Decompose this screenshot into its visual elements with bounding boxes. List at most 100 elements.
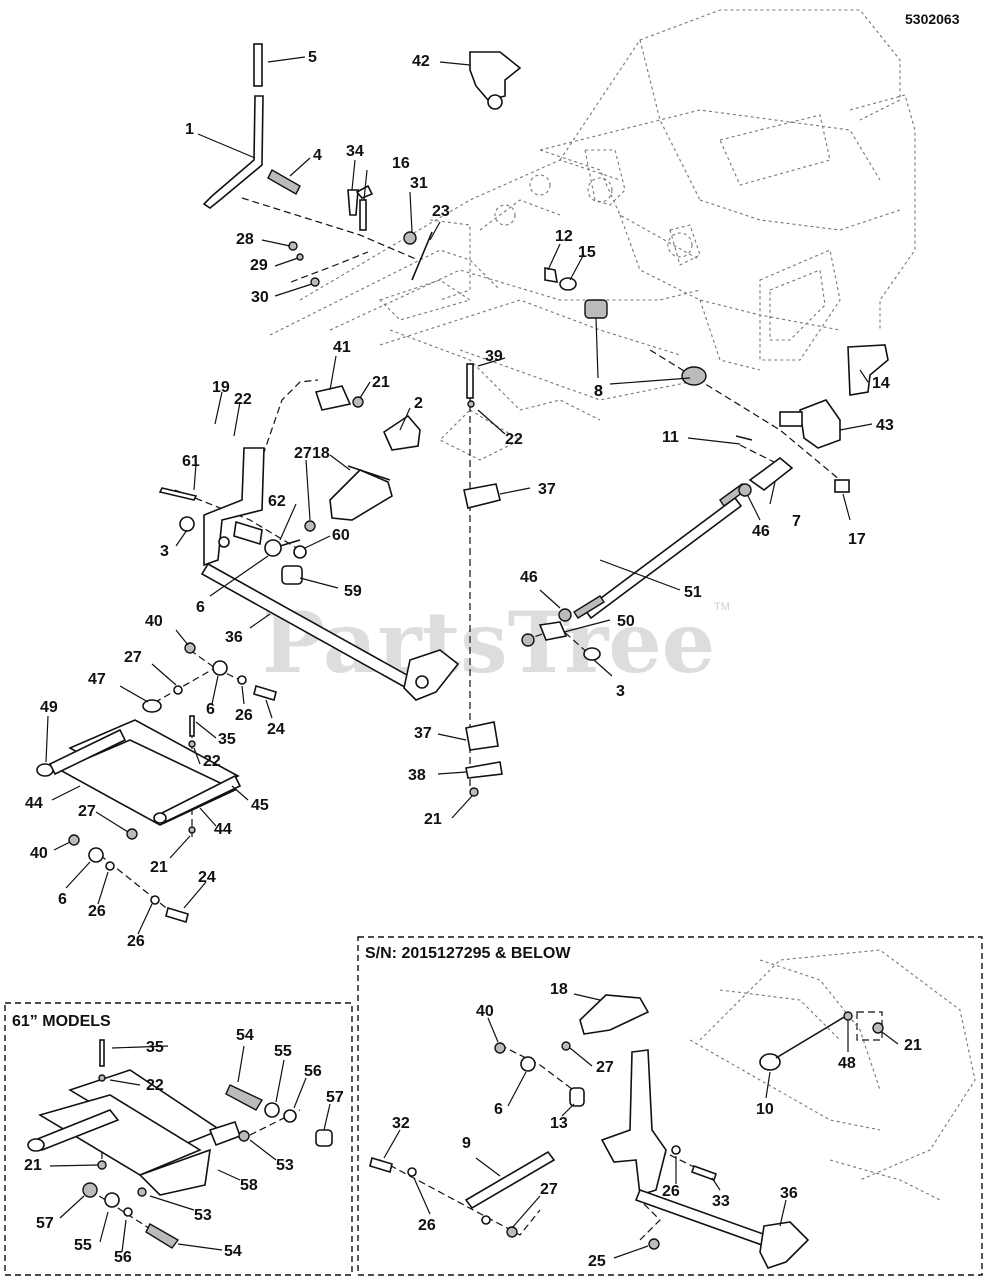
callout-label: 58 [240, 1177, 258, 1194]
callout-label: 22 [203, 753, 221, 770]
callout-label: 2 [414, 395, 423, 412]
callout-label: 29 [250, 257, 268, 274]
callouts-main: 5 42 1 4 34 16 31 23 28 29 30 12 15 8 39… [25, 49, 894, 950]
callout-label: 61 [182, 453, 200, 470]
callout-label: 12 [555, 228, 573, 245]
callout-label: 16 [392, 155, 410, 172]
callout-label: 15 [578, 244, 596, 261]
part-serial-assembly [369, 949, 976, 1269]
callout-label: 27 [124, 649, 142, 666]
callout-label: 3 [160, 543, 169, 560]
callout-label: 26 [418, 1217, 436, 1234]
callout-label: 56 [304, 1063, 322, 1080]
part-bracket-42 [469, 51, 522, 110]
part-linkage-left [142, 642, 277, 748]
part-shift-rod [202, 43, 301, 209]
callout-label: 31 [410, 175, 428, 192]
callout-label: 36 [780, 1185, 798, 1202]
callout-label: 8 [594, 383, 603, 400]
callout-label: 43 [876, 417, 894, 434]
callout-label: 40 [476, 1003, 494, 1020]
callout-label: 59 [344, 583, 362, 600]
callout-label: 57 [36, 1215, 54, 1232]
part-shaft-36 [200, 562, 460, 701]
callout-label: 55 [74, 1237, 92, 1254]
part-plate-44 [36, 719, 242, 834]
callout-label: 27 [78, 803, 96, 820]
callout-label: 57 [326, 1089, 344, 1106]
callout-label: 26 [235, 707, 253, 724]
callout-label: 56 [114, 1249, 132, 1266]
callout-label: 40 [145, 613, 163, 630]
callout-label: 22 [505, 431, 523, 448]
callout-label: 34 [346, 143, 364, 160]
callout-label: 22 [234, 391, 252, 408]
part-bracket-43 [735, 399, 841, 449]
callout-label: 19 [212, 379, 230, 396]
callout-label: 27 [294, 445, 312, 462]
callout-label: 54 [236, 1027, 254, 1044]
part-pedal-arm [158, 447, 393, 585]
watermark-trademark: TM [714, 601, 730, 613]
part-bracket-41 [314, 385, 421, 451]
part-plate-14 [847, 344, 889, 396]
callout-label: 39 [485, 348, 503, 365]
callout-label: 18 [550, 981, 568, 998]
callout-label: 25 [588, 1253, 606, 1270]
callout-label: 21 [24, 1157, 42, 1174]
callout-label: 35 [146, 1039, 164, 1056]
callout-label: 44 [214, 821, 232, 838]
callout-label: 41 [333, 339, 351, 356]
callout-label: 49 [40, 699, 58, 716]
callout-label: 42 [412, 53, 430, 70]
callout-label: 6 [196, 599, 205, 616]
part-blocks-37 [463, 363, 503, 797]
callout-label: 37 [538, 481, 556, 498]
callout-label: 55 [274, 1043, 292, 1060]
callout-label: 48 [838, 1055, 856, 1072]
callout-label: 47 [88, 671, 106, 688]
serial-inset-box [357, 936, 983, 1276]
callout-label: 21 [150, 859, 168, 876]
callout-label: 45 [251, 797, 269, 814]
callout-label: 1 [185, 121, 194, 138]
callout-label: 51 [684, 584, 702, 601]
callout-label: 32 [392, 1115, 410, 1132]
tractor-frame [269, 9, 916, 461]
callout-label: 8 [594, 383, 603, 400]
callout-label: 21 [372, 374, 390, 391]
callout-label: 40 [30, 845, 48, 862]
callout-label: 4 [313, 147, 322, 164]
callout-label: 44 [25, 795, 43, 812]
callout-label: 35 [218, 731, 236, 748]
callout-label: 27 [540, 1181, 558, 1198]
callout-label: 9 [462, 1135, 471, 1152]
callout-label: 5 [308, 49, 317, 66]
callout-label: 38 [408, 767, 426, 784]
callout-label: 37 [414, 725, 432, 742]
part-models-assembly [27, 1039, 333, 1249]
callout-label: 54 [224, 1243, 242, 1260]
callouts-models: 35 22 54 55 56 57 21 53 58 57 53 55 56 5… [24, 1027, 344, 1266]
callouts-serial: 18 40 27 21 48 6 13 10 32 9 27 26 33 26 … [392, 981, 922, 1270]
callout-label: 26 [88, 903, 106, 920]
callout-label: 28 [236, 231, 254, 248]
document-id: 5302063 [905, 11, 960, 27]
callout-label: 18 [312, 445, 330, 462]
models-inset-box [4, 1002, 353, 1276]
callout-label: 53 [276, 1157, 294, 1174]
callout-label: 46 [752, 523, 770, 540]
callout-label: 11 [662, 429, 679, 446]
callout-label: 26 [127, 933, 145, 950]
part-linkage-lower [68, 828, 189, 924]
callout-label: 62 [268, 493, 286, 510]
leader-lines [45, 56, 899, 1259]
callout-label: 21 [424, 811, 442, 828]
callout-label: 23 [432, 203, 450, 220]
callout-label: 6 [206, 701, 215, 718]
callout-label: 3 [616, 683, 625, 700]
callout-label: 24 [267, 721, 285, 738]
callout-label: 6 [58, 891, 67, 908]
callout-label: 10 [756, 1101, 774, 1118]
